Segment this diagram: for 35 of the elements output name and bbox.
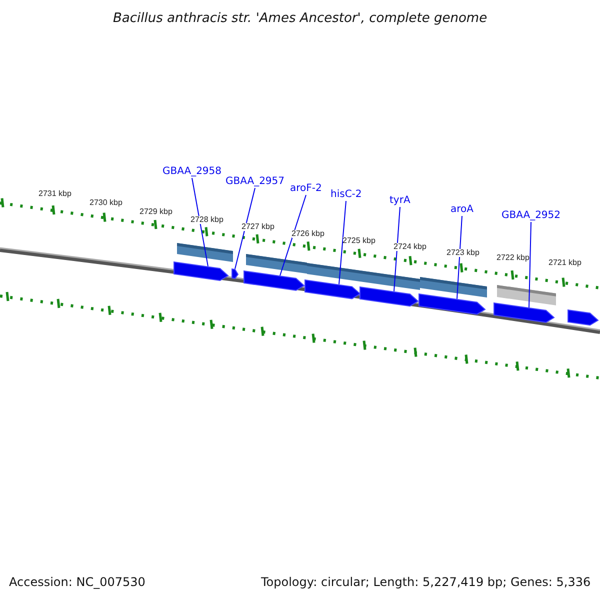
leader-line: [280, 194, 306, 276]
scale-label: 2726 kbp: [292, 230, 324, 238]
gene-label: GBAA_2952: [502, 211, 561, 221]
leader-line: [192, 178, 208, 267]
gene-label: aroF-2: [290, 184, 322, 194]
gene-label: aroA: [450, 205, 474, 215]
scale-label: 2728 kbp: [190, 216, 224, 224]
scale-label: 2729 kbp: [140, 208, 172, 216]
leader-line: [234, 188, 256, 270]
scale-label: 2727 kbp: [242, 223, 274, 231]
gene-label: GBAA_2958: [162, 167, 222, 177]
gene-feature-bar: [494, 302, 555, 323]
gene-label: GBAA_2957: [226, 177, 285, 187]
diagram-title: Bacillus anthracis str. 'Ames Ancestor', complete genome: [113, 12, 488, 24]
gene-feature-bar: [304, 279, 361, 300]
gene-feature-bar: [244, 270, 305, 291]
leader-line: [528, 222, 532, 308]
leader-line: [394, 206, 400, 292]
scale-label: 2721 kbp: [548, 259, 582, 267]
genome-info: Topology: circular; Length: 5,227,419 bp; Genes: 5,336: [261, 576, 591, 588]
gene-feature-bar: [568, 309, 599, 326]
accession-text: Accession: NC_007530: [9, 576, 146, 588]
gene-feature-bar: [174, 261, 229, 282]
scale-label: 2731 kbp: [38, 190, 72, 198]
scale-label: 2723 kbp: [446, 249, 480, 257]
scale-label: 2722 kbp: [496, 254, 530, 262]
gene-label: hisC-2: [330, 190, 362, 200]
leader-line: [456, 216, 462, 300]
scale-label: 2724 kbp: [394, 243, 426, 251]
gene-feature-bar: [418, 293, 486, 315]
gene-feature-bar: [232, 268, 239, 279]
gene-feature-bar: [360, 286, 419, 307]
gene-label: tyrA: [390, 196, 410, 206]
scale-label: 2730 kbp: [90, 199, 122, 207]
leader-line: [338, 200, 346, 285]
